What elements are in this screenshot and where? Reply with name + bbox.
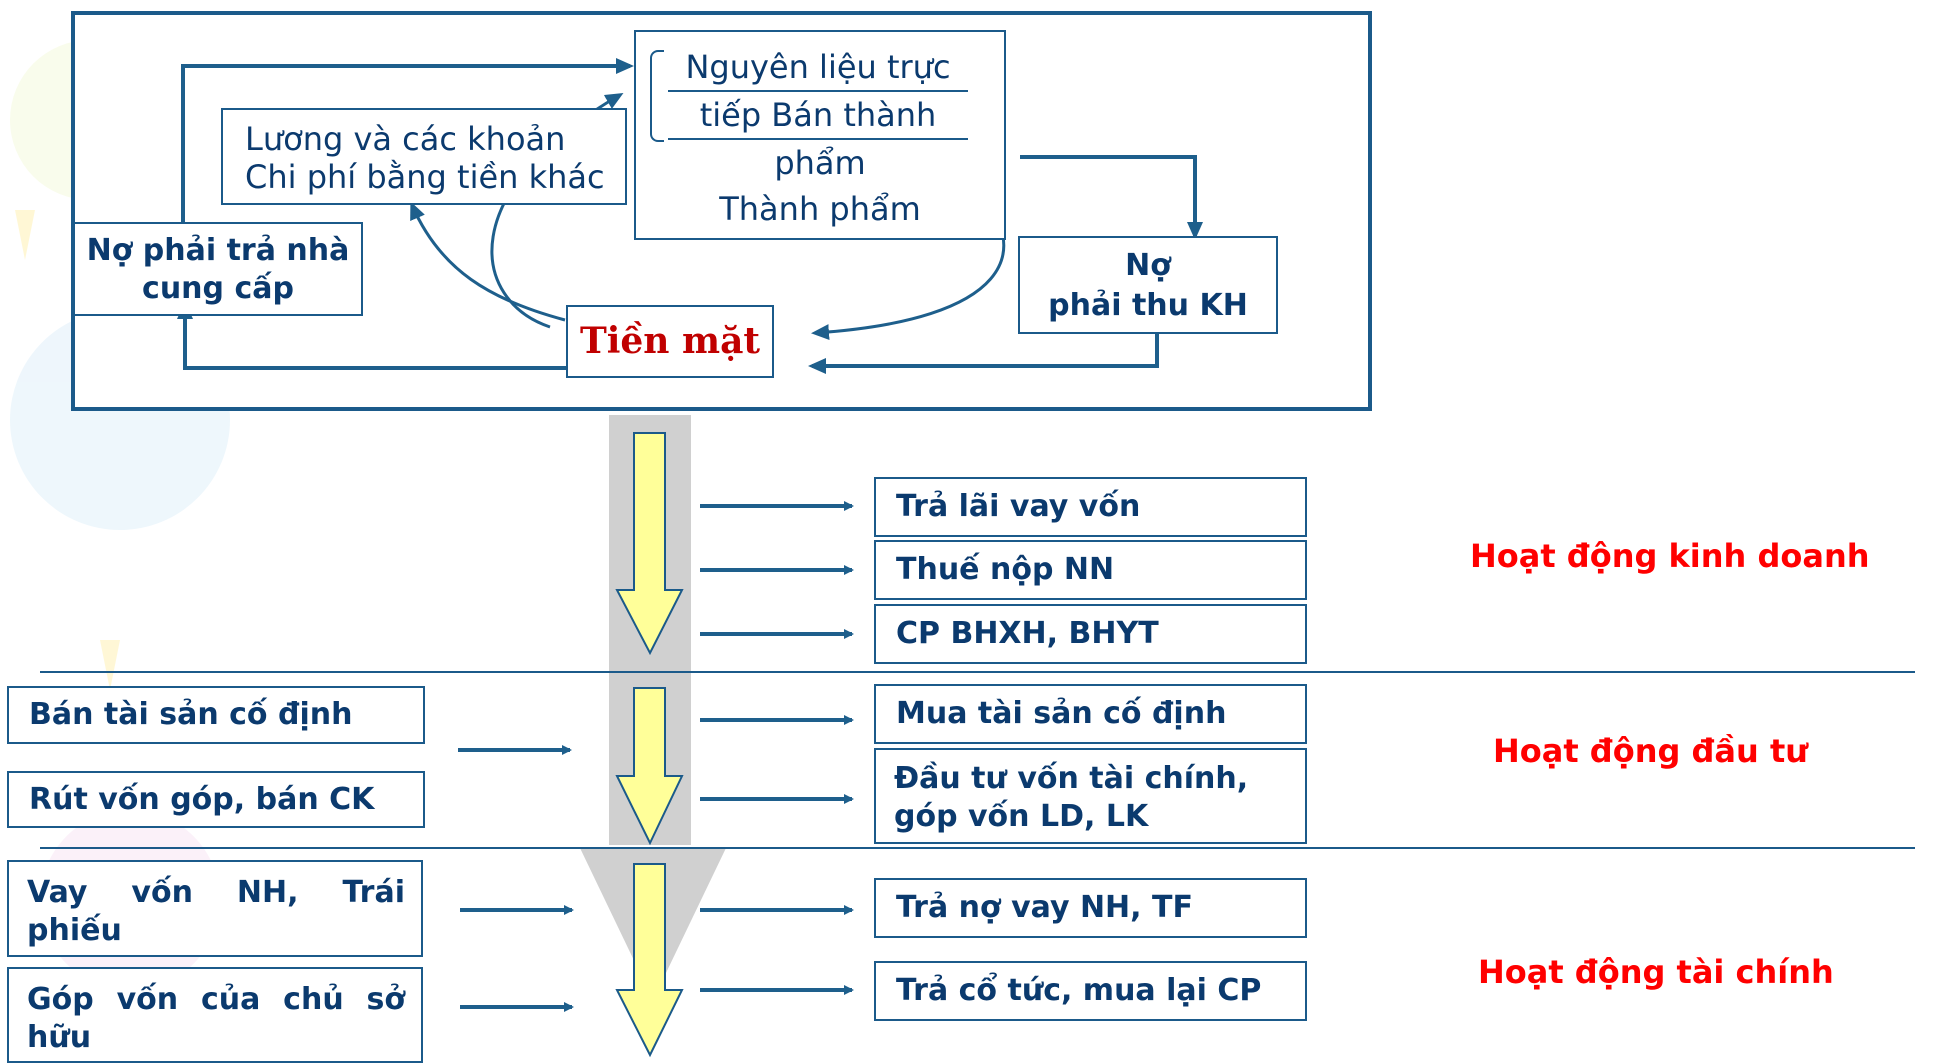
financing-outflow-box: Trả cổ tức, mua lại CP: [874, 961, 1307, 1021]
outflow-label: Mua tài sản cố định: [896, 696, 1227, 731]
financing-inflow-box: Vay vốn NH, Trái phiếu: [7, 860, 423, 957]
other-expenses-line: Chi phí bằng tiền khác: [245, 158, 605, 196]
receivable-box: Nợ phải thu KH: [1018, 236, 1278, 334]
outflow-arrows: [700, 501, 854, 995]
supplier-debt-label: Nợ phải trả nhà cung cấp: [86, 233, 350, 306]
raw-materials-line: Nguyên liệu trực: [668, 44, 968, 92]
outflow-label: Thuế nộp NN: [896, 552, 1115, 587]
down-arrows: [615, 432, 684, 1058]
investing-inflow-box: Rút vốn góp, bán CK: [7, 771, 425, 828]
cash-box: Tiền mặt: [566, 305, 774, 378]
outflow-label: Đầu tư vốn tài chính, góp vốn LD, LK: [894, 761, 1249, 834]
wip-line-2: phẩm: [774, 144, 866, 182]
outflow-label: CP BHXH, BHYT: [896, 616, 1159, 651]
operating-activity-label: Hoạt động kinh doanh: [1470, 537, 1870, 575]
outflow-label: Trả nợ vay NH, TF: [896, 890, 1193, 925]
operating-outflow-box: Thuế nộp NN: [874, 540, 1307, 600]
investing-outflow-box: Mua tài sản cố định: [874, 684, 1307, 744]
brace-icon: [650, 50, 664, 142]
finished-goods-line: Thành phẩm: [719, 190, 921, 228]
financing-outflow-box: Trả nợ vay NH, TF: [874, 878, 1307, 938]
financing-inflow-box: Góp vốn của chủ sở hữu: [7, 967, 423, 1063]
supplier-debt-box: Nợ phải trả nhà cung cấp: [73, 222, 363, 316]
investing-activity-label: Hoạt động đầu tư: [1493, 732, 1809, 770]
inflow-label: Rút vốn góp, bán CK: [29, 781, 375, 817]
receivable-line-2: phải thu KH: [1048, 288, 1248, 323]
outflow-label: Trả lãi vay vốn: [896, 489, 1141, 524]
wages-expenses-box: Lương và các khoản Chi phí bằng tiền khá…: [221, 108, 627, 205]
investing-inflow-box: Bán tài sản cố định: [7, 686, 425, 744]
financing-activity-label: Hoạt động tài chính: [1478, 953, 1834, 991]
investing-outflow-box: Đầu tư vốn tài chính, góp vốn LD, LK: [874, 748, 1307, 844]
cash-label: Tiền mặt: [579, 320, 761, 362]
operating-outflow-box: CP BHXH, BHYT: [874, 604, 1307, 664]
wip-line: tiếp Bán thành: [668, 92, 968, 140]
outflow-label: Trả cổ tức, mua lại CP: [896, 973, 1262, 1008]
section-dividers: [40, 671, 1915, 849]
inflow-arrows: [458, 745, 574, 1012]
receivable-line-1: Nợ: [1125, 248, 1171, 283]
wages-line: Lương và các khoản: [245, 120, 566, 158]
operating-outflow-box: Trả lãi vay vốn: [874, 477, 1307, 537]
inflow-label: Góp vốn của chủ sở hữu: [27, 982, 405, 1055]
inflow-label: Bán tài sản cố định: [29, 697, 353, 732]
inventory-box: Nguyên liệu trực tiếp Bán thành phẩm Thà…: [634, 30, 1006, 240]
inflow-label: Vay vốn NH, Trái phiếu: [27, 875, 405, 948]
